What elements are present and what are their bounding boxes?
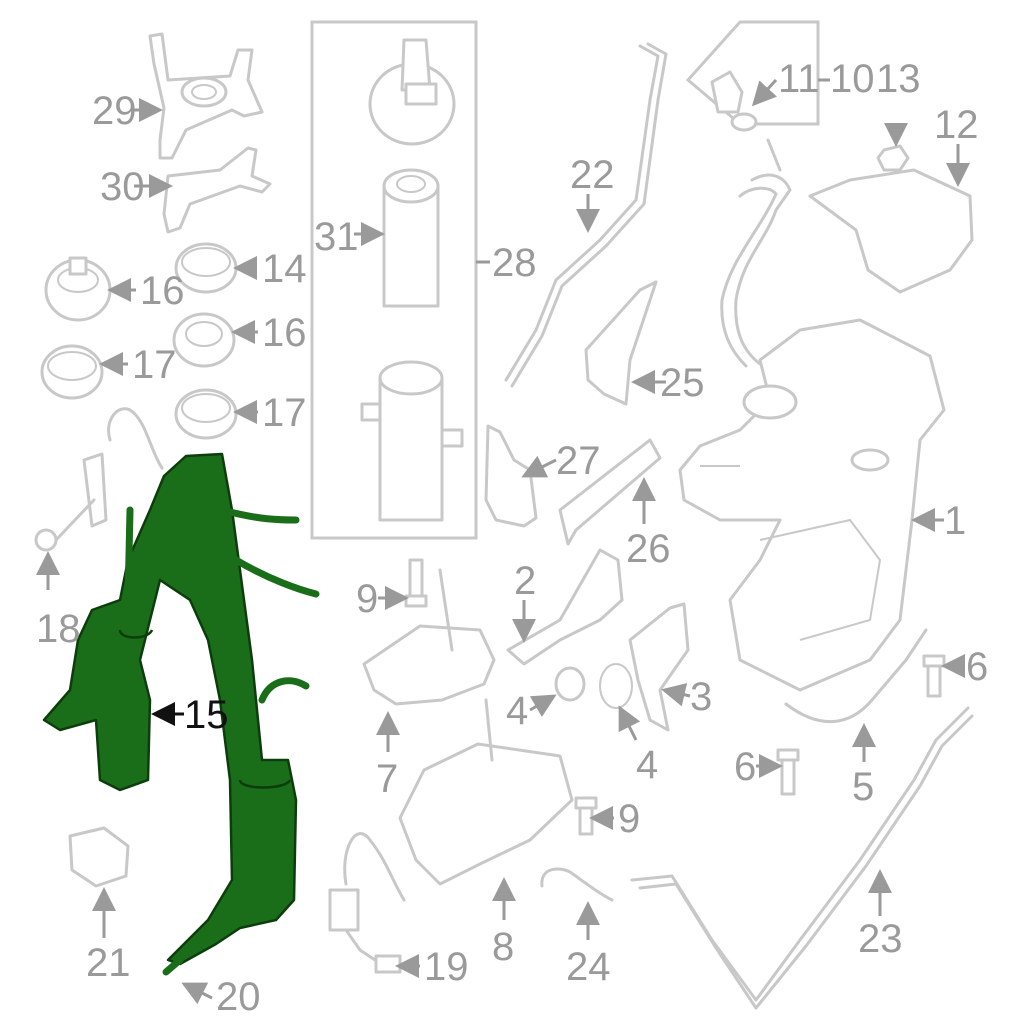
callout-4-right: 4 (636, 743, 658, 787)
part-4-grommet (554, 666, 586, 702)
part-18-level-sensor (34, 407, 164, 552)
part-14-lock-ring (174, 242, 238, 294)
part-23-fuel-line (630, 706, 974, 1010)
part-6-bolt-lower (776, 748, 800, 796)
callout-7: 7 (376, 757, 398, 801)
part-3-shield (628, 602, 690, 732)
part-25-heat-shield (584, 280, 658, 406)
part-1-fuel-tank (678, 318, 946, 692)
callout-14: 14 (262, 247, 307, 291)
callout-31: 31 (314, 215, 359, 259)
callout-29: 29 (92, 89, 137, 133)
callout-16-right: 16 (262, 311, 307, 355)
callout-10: 10 (830, 57, 875, 101)
callout-11: 11 (778, 57, 820, 101)
leader-lines (36, 78, 970, 1005)
callout-21: 21 (86, 941, 131, 985)
part-29-bracket (148, 32, 264, 160)
callout-6-lower: 6 (734, 745, 756, 789)
part-31-filter-element (382, 168, 440, 308)
part-28-filter-cap (368, 38, 456, 146)
part-2-bracket (506, 548, 624, 666)
callout-8: 8 (492, 925, 514, 969)
part-9-bolt-upper (404, 558, 428, 608)
callout-24: 24 (566, 945, 611, 989)
part-22-vapor-pipe (504, 42, 668, 388)
callout-12: 12 (934, 103, 979, 147)
callout-16-left: 16 (140, 269, 185, 313)
part-15-fuel-pump-assembly (42, 452, 320, 976)
callout-2: 2 (514, 559, 536, 603)
callout-18: 18 (36, 607, 81, 651)
callout-22: 22 (570, 153, 615, 197)
fuel-filter-group-box (310, 20, 490, 540)
callout-5: 5 (852, 765, 874, 809)
callout-25: 25 (660, 361, 705, 405)
part-6-bolt-upper (922, 654, 946, 698)
callout-17-left: 17 (132, 343, 177, 387)
callout-1: 1 (944, 499, 966, 543)
callout-20: 20 (216, 975, 261, 1019)
callout-26: 26 (626, 527, 671, 571)
callout-3: 3 (690, 675, 712, 719)
part-16-sender-unit-right (172, 312, 236, 368)
part-26-rail (558, 438, 662, 546)
callout-6-upper: 6 (966, 645, 988, 689)
callout-13: 13 (876, 57, 921, 101)
part-7-tank-shield (362, 568, 496, 706)
part-21-connector (68, 826, 130, 888)
callout-27: 27 (556, 439, 601, 483)
callout-23: 23 (858, 917, 903, 961)
part-13-nut (876, 144, 910, 172)
part-9-bolt-lower (574, 796, 598, 836)
part-16-sender-unit-left (44, 256, 112, 322)
part-4-o-ring (599, 663, 633, 709)
part-17-seal-right (174, 388, 238, 440)
part-27-bracket (484, 424, 538, 528)
callout-30: 30 (100, 165, 145, 209)
part-11-filler-cap (710, 70, 758, 132)
part-19-harness (328, 832, 406, 974)
callout-19: 19 (424, 945, 469, 989)
callout-9-upper: 9 (356, 577, 378, 621)
part-8-skid-plate (398, 698, 574, 886)
part-5-strap (784, 628, 928, 724)
callout-15: 15 (184, 693, 229, 737)
part-24-hose (540, 867, 614, 902)
callout-9-lower: 9 (618, 797, 640, 841)
part-12-housing (808, 168, 974, 294)
callout-17-right: 17 (262, 391, 307, 435)
filler-neck (720, 138, 792, 368)
part-30-bracket (162, 146, 272, 234)
part-28-filter-housing (360, 360, 464, 522)
filler-cap-group-box (685, 20, 820, 126)
part-17-seal-left (40, 344, 104, 400)
callout-28: 28 (492, 241, 537, 285)
callout-4-left: 4 (506, 689, 528, 733)
